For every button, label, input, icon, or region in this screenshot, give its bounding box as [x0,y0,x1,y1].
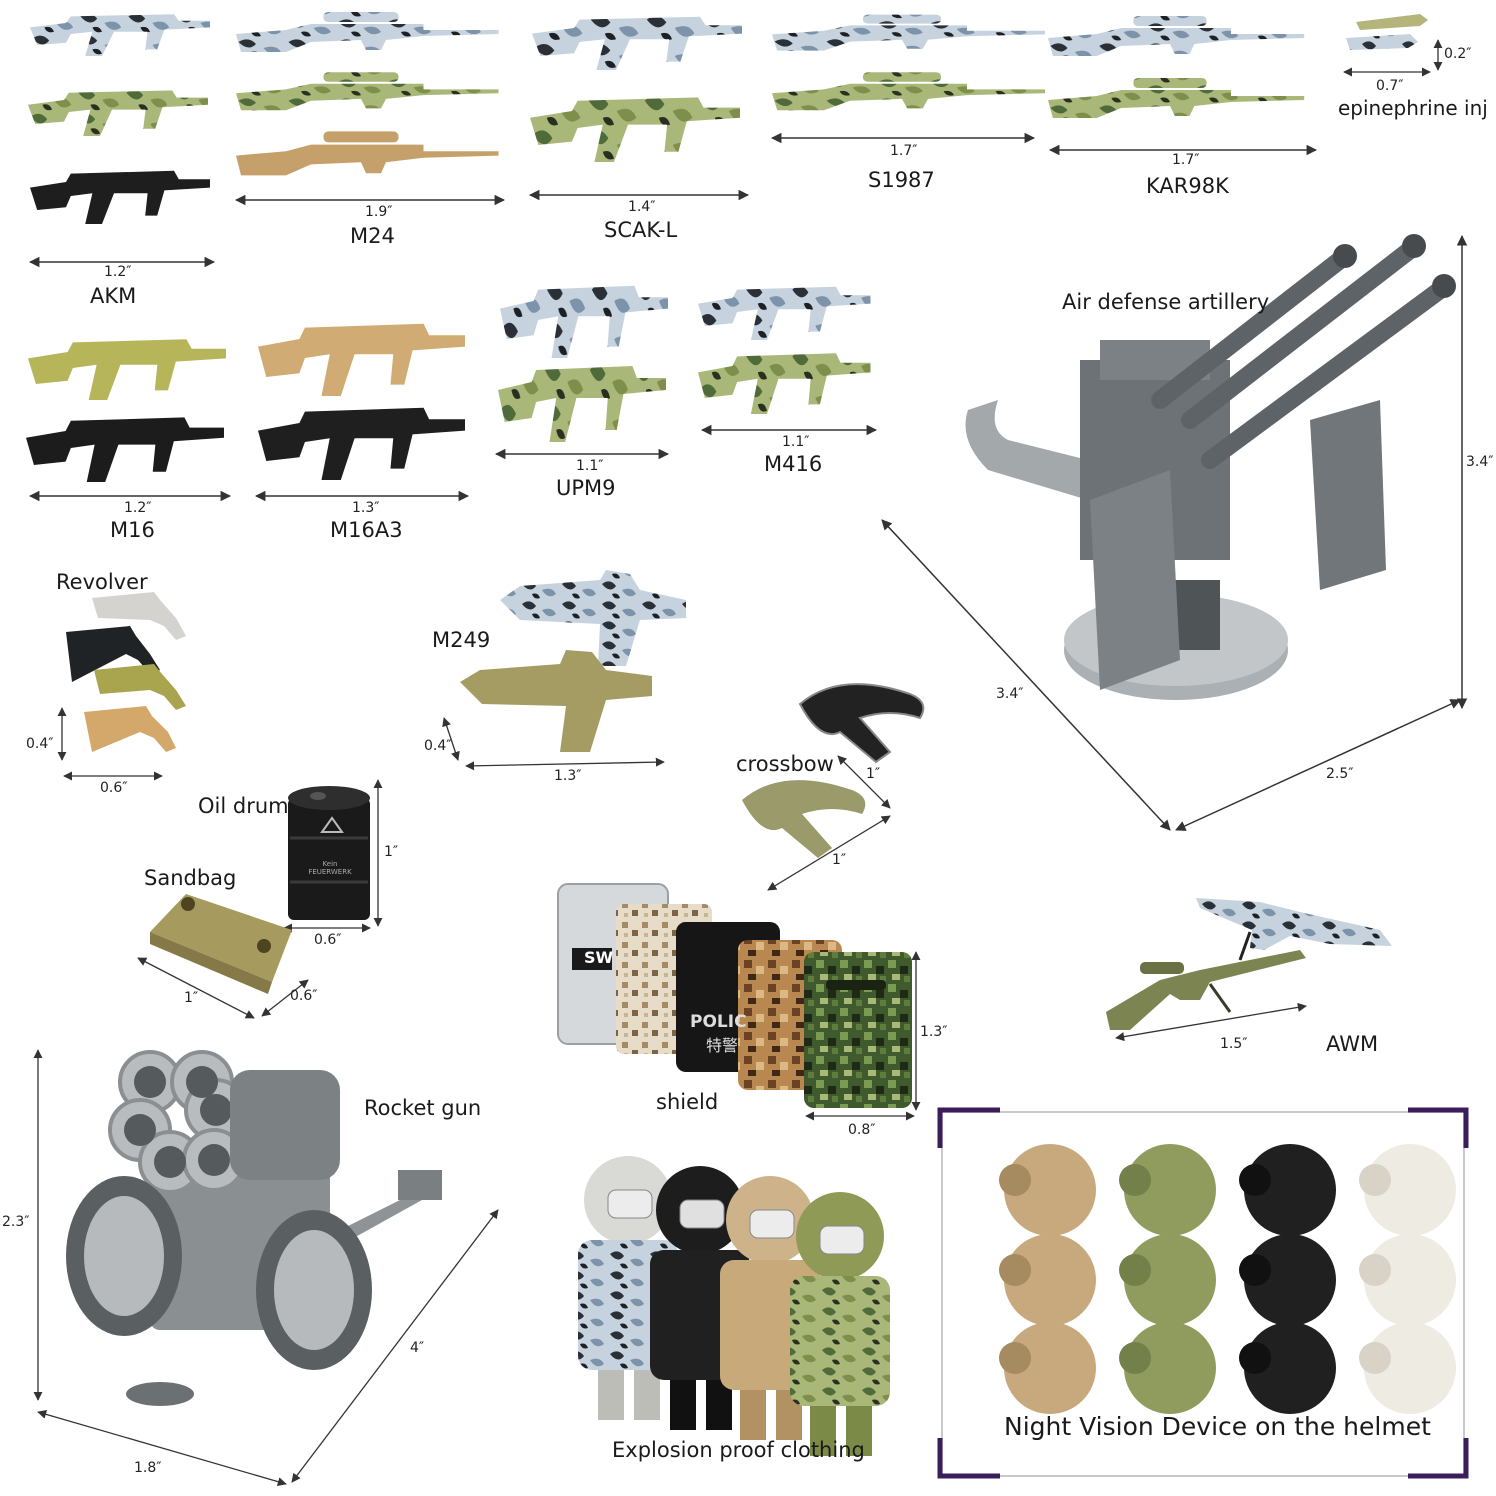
shield-height: 1.3″ [920,1024,948,1040]
akm-figure [28,14,210,224]
awm-figure [1106,898,1392,1030]
m24-figure [236,12,499,176]
epinephrine-height: 0.2″ [1444,46,1472,62]
m16-length: 1.2″ [124,500,152,516]
upm9-length: 1.1″ [576,458,604,474]
akm-length: 1.2″ [104,264,132,280]
revolver-figure [66,592,186,752]
upm9-label: UPM9 [556,476,616,500]
rocket-gun-label: Rocket gun [364,1096,482,1120]
m416-figure [698,286,871,414]
sandbag-width: 0.6″ [290,988,318,1004]
m249-label: M249 [432,628,491,652]
nvd-frame [937,1107,1469,1479]
revolver-height: 0.4″ [26,736,54,752]
m16-figure [26,339,227,482]
oil-drum-label: Oil drum [198,794,289,818]
m249-figure [460,570,686,752]
svg-text:FEUERWERK: FEUERWERK [308,868,352,876]
m16-label: M16 [110,518,155,542]
m24-label: M24 [350,224,395,248]
shield-swat-text: SW [584,948,614,967]
crossbow-label: crossbow [736,752,834,776]
eod-suits-figure [578,1156,890,1456]
m416-length: 1.1″ [782,434,810,450]
rocket-gun-height: 2.3″ [2,1214,30,1230]
m16a3-label: M16A3 [330,518,403,542]
oil-drum-diameter: 0.6″ [314,932,342,948]
sandbag-length: 1″ [184,990,199,1006]
revolver-length: 0.6″ [100,780,128,796]
oil-drum-height: 1″ [384,844,399,860]
rocket-gun-depth: 4″ [410,1340,425,1356]
m249-height: 0.4″ [424,738,452,754]
s1987-length: 1.7″ [890,143,918,159]
m24-length: 1.9″ [365,204,393,220]
rocket-gun-width: 1.8″ [134,1460,162,1476]
kar98k-label: KAR98K [1146,174,1229,198]
m16a3-length: 1.3″ [352,500,380,516]
kar98k-length: 1.7″ [1172,152,1200,168]
revolver-label: Revolver [56,570,148,594]
scak-label: SCAK-L [604,218,678,242]
sandbag-figure [150,894,292,994]
crossbow-length: 1″ [832,852,847,868]
m16a3-figure [258,323,465,480]
aa-gun-label: Air defense artillery [1062,290,1270,314]
epinephrine-label: epinephrine inj [1338,96,1488,120]
crossbow-width: 1″ [866,766,881,782]
m416-label: M416 [764,452,823,476]
shield-label: shield [656,1090,719,1114]
shield-width: 0.8″ [848,1122,876,1138]
aa-gun-depth: 3.4″ [996,686,1024,702]
upm9-figure [498,285,668,442]
sandbag-label: Sandbag [144,866,237,890]
s1987-figure [772,14,1045,111]
akm-label: AKM [90,284,137,308]
oil-drum-figure: Kein FEUERWERK [288,786,370,920]
aa-gun-width: 2.5″ [1326,766,1354,782]
shield-police-text: POLIC [690,1012,747,1032]
svg-text:Kein: Kein [323,860,338,868]
kar98k-figure [1048,16,1305,118]
nvd-label: Night Vision Device on the helmet [1004,1412,1431,1441]
shield-cn-text: 特警 [706,1036,739,1055]
scak-length: 1.4″ [628,199,656,215]
epinephrine-length: 0.7″ [1376,78,1404,94]
awm-length: 1.5″ [1220,1036,1248,1052]
nvd-helmets [999,1144,1456,1414]
m249-length: 1.3″ [554,768,582,784]
shield-figure [557,883,912,1108]
scak-figure [530,16,742,162]
epinephrine-figure [1346,14,1428,50]
awm-label: AWM [1326,1032,1379,1056]
aa-gun-height: 3.4″ [1466,454,1494,470]
s1987-label: S1987 [868,168,935,192]
eod-suit-label: Explosion proof clothing [612,1438,865,1462]
